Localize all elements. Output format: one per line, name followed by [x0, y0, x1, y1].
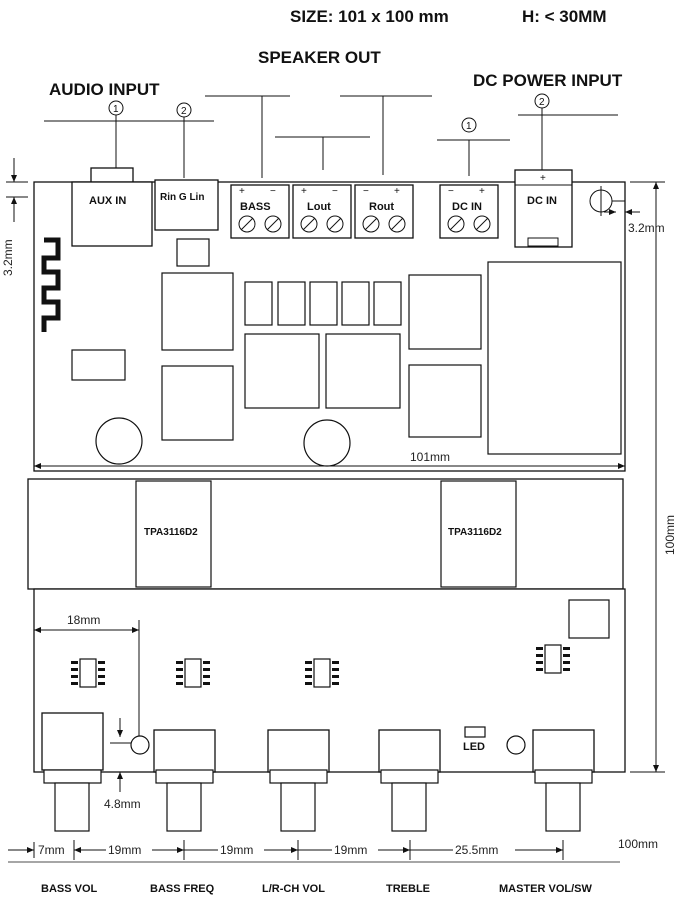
amp-chip-right-label: TPA3116D2	[448, 527, 502, 538]
inductor-2	[161, 365, 234, 441]
knob-label-lr-ch-vol: L/R-CH VOL	[262, 883, 325, 895]
marker-aux-in-num: 1	[113, 104, 119, 115]
bass-terminal: + − BASS	[230, 184, 290, 239]
lout-terminal: + − Lout	[292, 184, 352, 239]
capacitor-row-2	[277, 281, 306, 326]
bluetooth-module-chip	[71, 349, 126, 381]
inductor-3	[244, 333, 320, 409]
capacitor-row-5	[373, 281, 402, 326]
amp-chip-left	[135, 480, 212, 588]
led-label: LED	[463, 741, 485, 753]
pot-lr-ch-vol[interactable]	[267, 729, 330, 832]
knob-label-treble: TREBLE	[386, 883, 430, 895]
rout-terminal: − + Rout	[354, 184, 414, 239]
mounting-hole-bottom-right	[506, 735, 526, 755]
aux-in-label: AUX IN	[89, 195, 126, 207]
speaker-out-label: SPEAKER OUT	[258, 48, 381, 67]
dim-pot-offset-text: 18mm	[67, 613, 100, 627]
dim-height-text: 100mm	[663, 515, 677, 555]
dim-d1-text: 7mm	[38, 843, 65, 857]
inductor-1	[161, 272, 234, 351]
knob-label-bass-freq: BASS FREQ	[150, 883, 215, 895]
lout-plus: +	[301, 186, 307, 197]
dim-top-margin-text: 3.2mm	[1, 239, 15, 276]
dc-in-minus: −	[448, 186, 454, 197]
bass-minus: −	[270, 186, 276, 197]
audio-input-label: AUDIO INPUT	[49, 80, 160, 99]
marker-dc-in: 1	[461, 117, 477, 133]
electrolytic-capacitor-2	[303, 419, 351, 467]
pot-bass-vol[interactable]	[41, 712, 104, 832]
bluetooth-antenna-trace	[41, 237, 61, 332]
dc-in-label: DC IN	[452, 201, 482, 213]
dc-jack-plus: +	[540, 173, 546, 184]
bass-label: BASS	[240, 201, 271, 213]
small-component	[176, 238, 210, 267]
knob-label-master-vol-sw: MASTER VOL/SW	[499, 883, 593, 895]
led-indicator	[464, 726, 486, 738]
inductor-5	[408, 274, 482, 350]
line-in-label: Rin G Lin	[160, 192, 204, 203]
dc-power-input-label: DC POWER INPUT	[473, 71, 623, 90]
capacitor-row-1	[244, 281, 273, 326]
capacitor-row-4	[341, 281, 370, 326]
dc-in-terminal: − + DC IN	[439, 184, 499, 239]
dim-width-text: 101mm	[410, 450, 450, 464]
dim-d4-text: 19mm	[334, 843, 367, 857]
inductor-4	[325, 333, 401, 409]
marker-dc-jack-num: 2	[539, 97, 545, 108]
marker-dc-jack: 2	[534, 93, 550, 109]
large-capacitor-block	[487, 261, 622, 455]
marker-line-in: 2	[176, 102, 192, 118]
height-title: H: < 30MM	[522, 7, 607, 26]
dim-height: 100mm	[630, 181, 677, 773]
amp-chip-right	[440, 480, 517, 588]
dim-top-margin: 3.2mm	[1, 158, 28, 276]
dim-total-text: 100mm	[618, 837, 658, 851]
dim-width: 101mm	[34, 450, 625, 469]
pot-master-vol-sw[interactable]	[532, 729, 595, 832]
marker-dc-in-num: 1	[466, 121, 472, 132]
aux-in-jack: AUX IN	[71, 167, 153, 247]
op-amp-ic-3	[305, 658, 339, 688]
knob-label-bass-vol: BASS VOL	[41, 883, 98, 895]
dim-bottom-spacing: 7mm 19mm 19mm 19mm 25.5mm 100mm	[8, 837, 658, 863]
dc-barrel-jack: + DC IN	[514, 169, 573, 248]
rout-plus: +	[394, 186, 400, 197]
inductor-6	[408, 364, 482, 438]
mounting-hole-top-right	[589, 186, 625, 216]
pot-treble[interactable]	[378, 729, 441, 832]
small-square-component	[568, 599, 610, 639]
heatsink	[27, 478, 624, 590]
lout-label: Lout	[307, 201, 331, 213]
rout-label: Rout	[369, 201, 394, 213]
bass-plus: +	[239, 186, 245, 197]
dim-pot-offset: 18mm	[34, 613, 140, 742]
dim-d3-text: 19mm	[220, 843, 253, 857]
dim-d2-text: 19mm	[108, 843, 141, 857]
lout-minus: −	[332, 186, 338, 197]
leader-lines	[44, 95, 618, 178]
dim-pot-height-text: 4.8mm	[104, 797, 141, 811]
dc-in-plus: +	[479, 186, 485, 197]
op-amp-ic-2	[176, 658, 210, 688]
dim-d5-text: 25.5mm	[455, 843, 498, 857]
mounting-hole-bottom-left	[130, 735, 150, 755]
amp-chip-left-label: TPA3116D2	[144, 527, 198, 538]
line-in-header: Rin G Lin	[154, 179, 219, 231]
electrolytic-capacitor-1	[95, 417, 143, 465]
pot-bass-freq[interactable]	[153, 729, 216, 832]
dim-pot-height: 4.8mm	[104, 718, 141, 811]
op-amp-ic-4	[536, 644, 570, 674]
rout-minus: −	[363, 186, 369, 197]
dim-right-margin-text: 3.2mm	[628, 221, 665, 235]
op-amp-ic-1	[71, 658, 105, 688]
dc-jack-label: DC IN	[527, 195, 557, 207]
marker-line-in-num: 2	[181, 106, 187, 117]
marker-aux-in: 1	[108, 100, 124, 116]
capacitor-row-3	[309, 281, 338, 326]
size-title: SIZE: 101 x 100 mm	[290, 7, 449, 26]
